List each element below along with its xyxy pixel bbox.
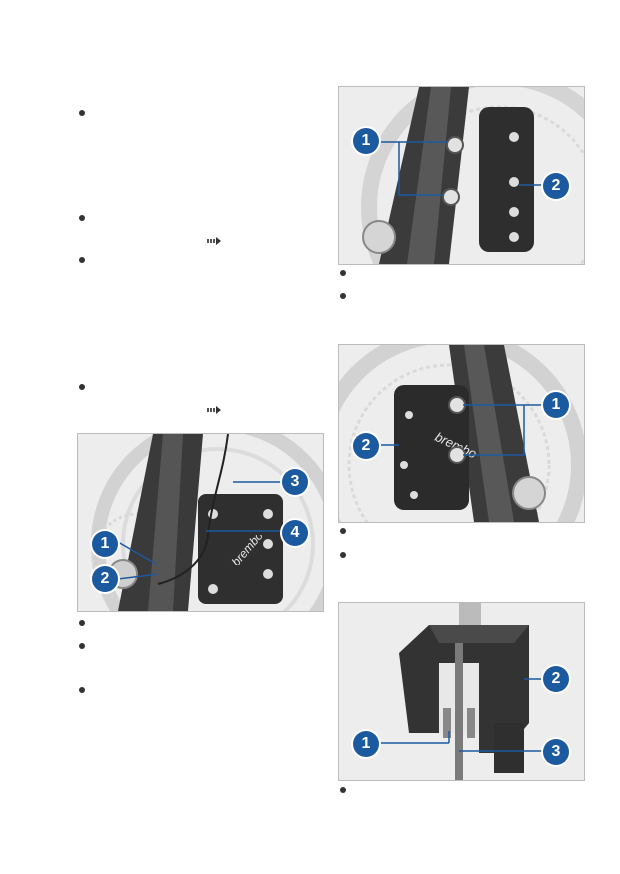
figure-brake-pads: 2 1 3 (338, 602, 585, 781)
bullet-icon (340, 270, 346, 276)
forward-arrow-icon (207, 406, 221, 414)
caliper-bolts-illustration (339, 87, 584, 264)
callout-1: 1 (92, 531, 118, 557)
bullet-icon (340, 787, 346, 793)
callout-1: 1 (353, 731, 379, 757)
figure-caliper-bolts-left: 1 2 (338, 86, 585, 265)
callout-2: 2 (353, 433, 379, 459)
bullet-icon (79, 687, 85, 693)
callout-2: 2 (543, 666, 569, 692)
callout-1: 1 (353, 128, 379, 154)
bullet-icon (79, 620, 85, 626)
bullet-icon (79, 384, 85, 390)
bullet-icon (340, 528, 346, 534)
bullet-icon (79, 215, 85, 221)
bullet-icon (79, 110, 85, 116)
figure-caliper-bolts-right: brembo 1 2 (338, 344, 585, 523)
callout-4: 4 (282, 520, 308, 546)
brake-pads-illustration (339, 603, 584, 780)
callout-2: 2 (92, 566, 118, 592)
callout-3: 3 (543, 739, 569, 765)
caliper-brand-mark: brembo (229, 535, 266, 565)
callout-3: 3 (282, 469, 308, 495)
caliper-bolts-right-illustration: brembo (339, 345, 584, 522)
bullet-icon (79, 643, 85, 649)
forward-arrow-icon (207, 237, 221, 245)
callout-1: 1 (543, 392, 569, 418)
bullet-icon (340, 293, 346, 299)
figure-caliper-sensor: 3 4 1 2 (77, 433, 324, 612)
caliper-brand-label: brembo (229, 535, 266, 565)
bullet-icon (340, 552, 346, 558)
callout-2: 2 (543, 173, 569, 199)
bullet-icon (79, 257, 85, 263)
